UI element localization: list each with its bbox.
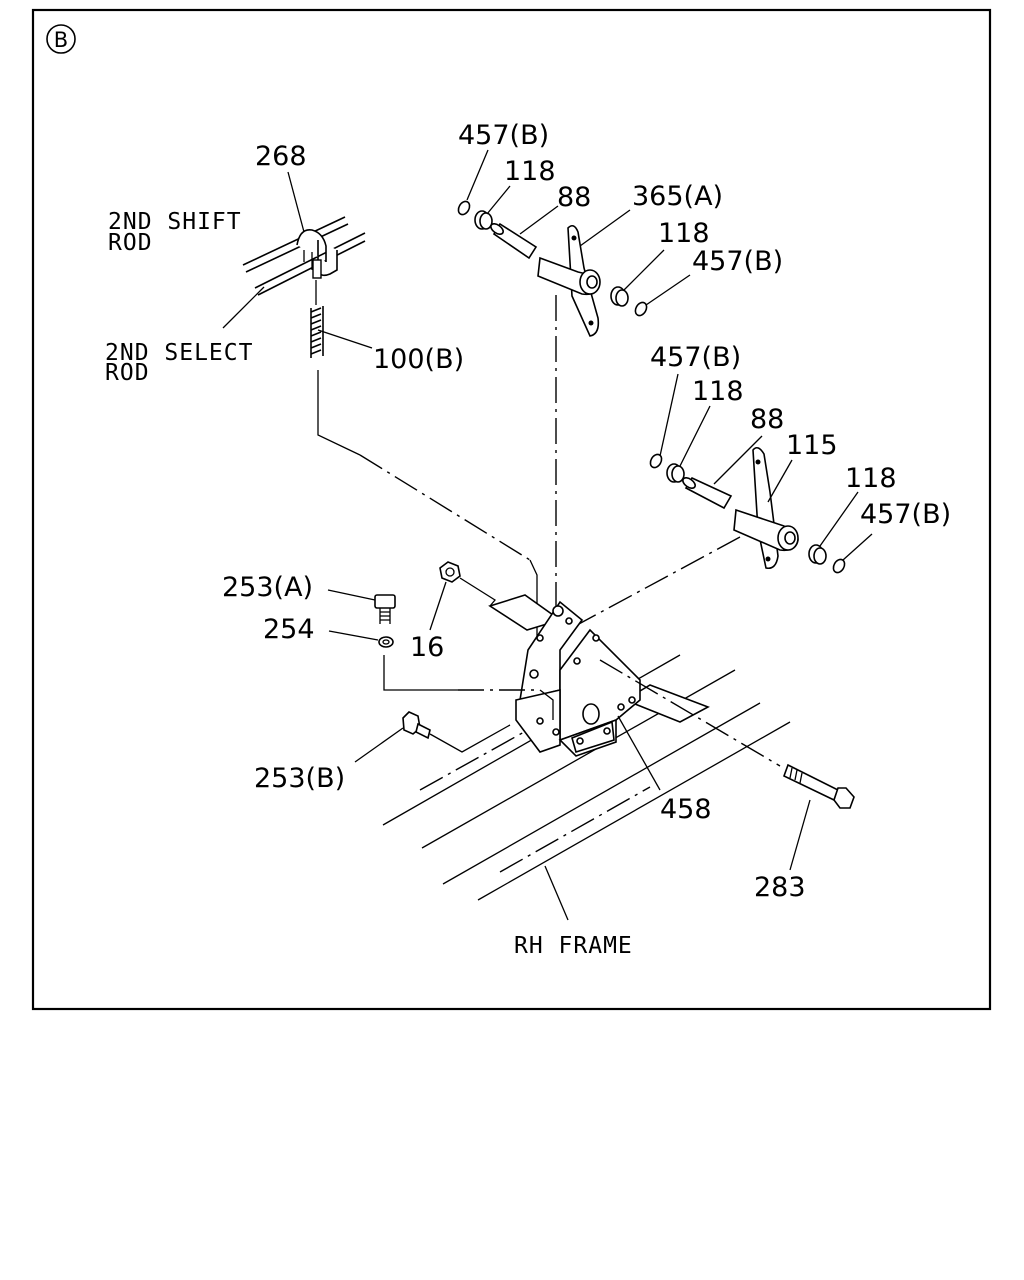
label-2nd-shift-rod-line2: ROD bbox=[108, 230, 153, 256]
label-253b: 253(B) bbox=[254, 763, 345, 794]
label-458: 458 bbox=[660, 794, 712, 825]
lower-lever-assembly bbox=[649, 446, 846, 574]
label-rh-frame: RH FRAME bbox=[514, 933, 633, 959]
bolt-253b bbox=[402, 711, 511, 753]
labels: 2ND SHIFT ROD 2ND SELECT ROD RH FRAME 26… bbox=[105, 120, 951, 959]
label-2nd-select-rod-line2: ROD bbox=[105, 360, 150, 386]
bracket-458 bbox=[488, 594, 710, 757]
label-283: 283 bbox=[754, 872, 806, 903]
label-2nd-shift-rod-line1: 2ND SHIFT bbox=[108, 209, 242, 235]
shift-rods bbox=[242, 216, 366, 296]
label-2nd-select-rod-line1: 2ND SELECT bbox=[105, 340, 253, 366]
svg-text:B: B bbox=[54, 28, 68, 52]
bolt-283 bbox=[599, 659, 855, 809]
label-268: 268 bbox=[255, 141, 307, 172]
label-118-1: 118 bbox=[504, 156, 556, 187]
label-115: 115 bbox=[786, 430, 838, 461]
label-88-2: 88 bbox=[750, 404, 784, 435]
label-457b-2: 457(B) bbox=[692, 246, 783, 277]
view-marker: B bbox=[46, 24, 76, 54]
label-118-4: 118 bbox=[845, 463, 897, 494]
spring-rod-100b bbox=[310, 259, 324, 358]
label-365a: 365(A) bbox=[632, 181, 723, 212]
label-457b-1: 457(B) bbox=[458, 120, 549, 151]
diagram-border bbox=[31, 8, 992, 1011]
bolt-253a bbox=[374, 594, 396, 624]
label-457b-4: 457(B) bbox=[860, 499, 951, 530]
label-118-2: 118 bbox=[658, 218, 710, 249]
label-253a: 253(A) bbox=[222, 572, 313, 603]
label-254: 254 bbox=[263, 614, 315, 645]
washer-254 bbox=[378, 636, 554, 720]
label-88-1: 88 bbox=[557, 182, 591, 213]
label-457b-3: 457(B) bbox=[650, 342, 741, 373]
label-100b: 100(B) bbox=[373, 344, 464, 375]
label-16: 16 bbox=[410, 632, 444, 663]
upper-lever-assembly bbox=[457, 200, 648, 337]
nut-16 bbox=[439, 561, 496, 607]
leader-lines bbox=[222, 149, 873, 921]
label-118-3: 118 bbox=[692, 376, 744, 407]
